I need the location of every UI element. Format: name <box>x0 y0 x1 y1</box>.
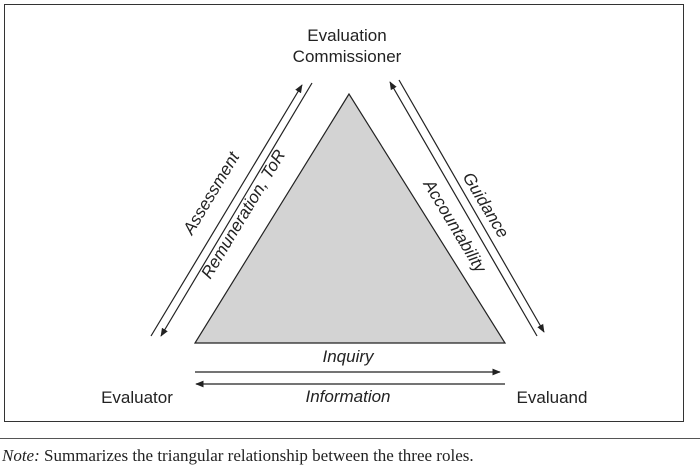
guidance-arrow <box>398 79 545 333</box>
note-label: Note: <box>2 446 40 465</box>
label-inquiry: Inquiry <box>322 347 375 366</box>
note-divider <box>0 438 700 439</box>
relationship-diagram: Evaluation Commissioner Evaluator Evalua… <box>101 26 588 407</box>
node-commissioner-line1: Evaluation <box>307 26 386 45</box>
note-text: Summarizes the triangular relationship b… <box>39 446 474 465</box>
figure-note: Note: Summarizes the triangular relation… <box>2 446 698 466</box>
accountability-arrow <box>389 81 538 337</box>
node-evaluator: Evaluator <box>101 388 173 407</box>
node-commissioner-line2: Commissioner <box>293 47 402 66</box>
central-triangle <box>193 92 507 344</box>
remuneration-arrow <box>160 82 313 337</box>
assessment-arrow <box>150 84 303 337</box>
label-information: Information <box>305 387 390 406</box>
node-evaluand: Evaluand <box>517 388 588 407</box>
